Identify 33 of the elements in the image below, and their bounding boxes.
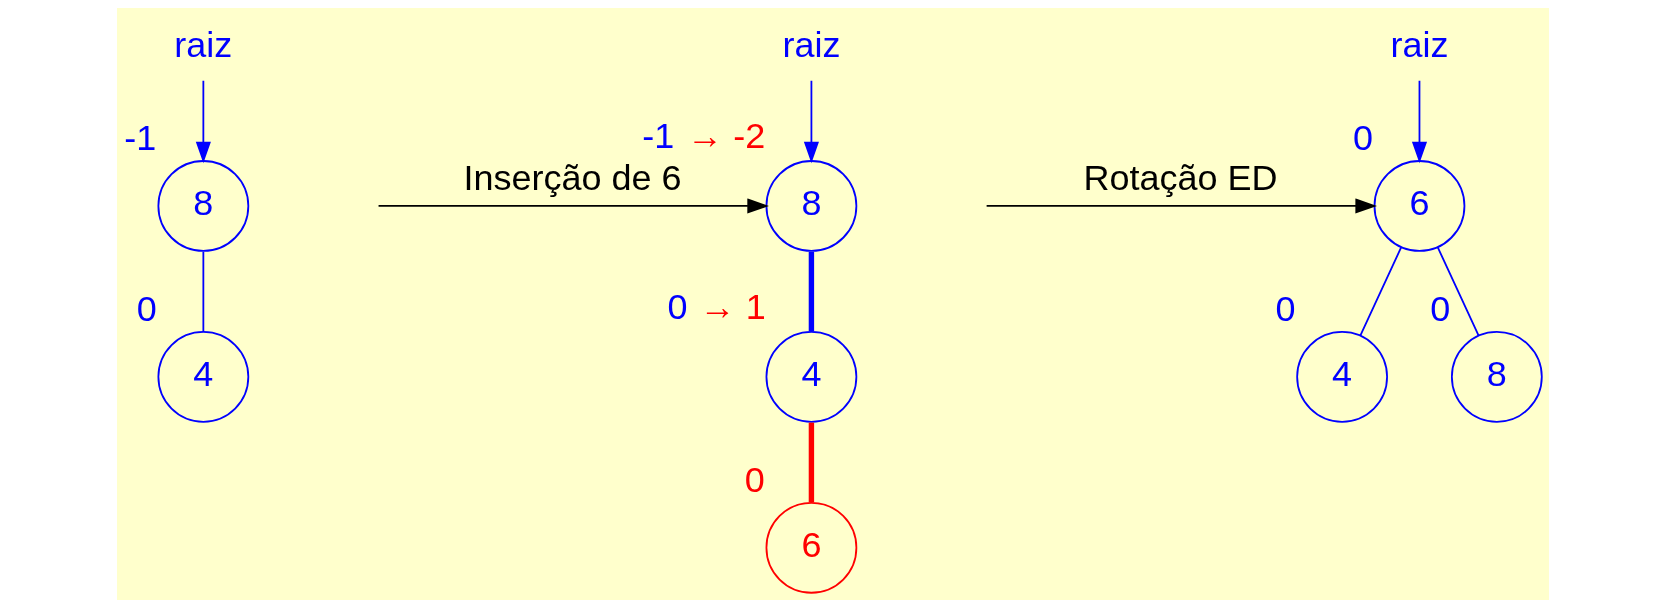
node-label: → 1 (699, 286, 766, 328)
connector (201, 250, 204, 333)
node-text: raiz (1389, 23, 1448, 65)
connector (1436, 246, 1479, 337)
node-circle: 4 (765, 331, 857, 423)
node-circle: 8 (765, 160, 857, 252)
node-label: 0 (1275, 288, 1296, 330)
arrow (803, 79, 819, 164)
node-circle: 4 (1295, 331, 1388, 423)
node-circle: 6 (765, 501, 857, 594)
arrow (377, 198, 769, 214)
node-label: -1 (641, 115, 674, 157)
node-text: raiz (173, 23, 232, 65)
node-circle: 6 (1373, 160, 1465, 252)
connector (1358, 246, 1402, 337)
edge-label: Rotação ED (1083, 156, 1277, 198)
node-label: 0 (136, 288, 157, 330)
arrow (985, 198, 1377, 214)
node-circle: 8 (157, 160, 249, 252)
node-circle: 4 (157, 331, 249, 423)
connector (808, 422, 814, 503)
arrow (195, 79, 211, 164)
node-label: 0 (666, 286, 688, 328)
edge-label: Inserção de 6 (462, 156, 681, 198)
node-label: -1 (123, 117, 156, 159)
node-label: 0 (1429, 288, 1450, 330)
node-text: raiz (781, 23, 840, 65)
node-label: 0 (744, 458, 765, 500)
node-label: 0 (1352, 117, 1373, 159)
node-label: → -2 (686, 115, 765, 157)
node-circle: 8 (1450, 331, 1543, 423)
connector (808, 251, 814, 332)
arrow (1411, 79, 1427, 164)
